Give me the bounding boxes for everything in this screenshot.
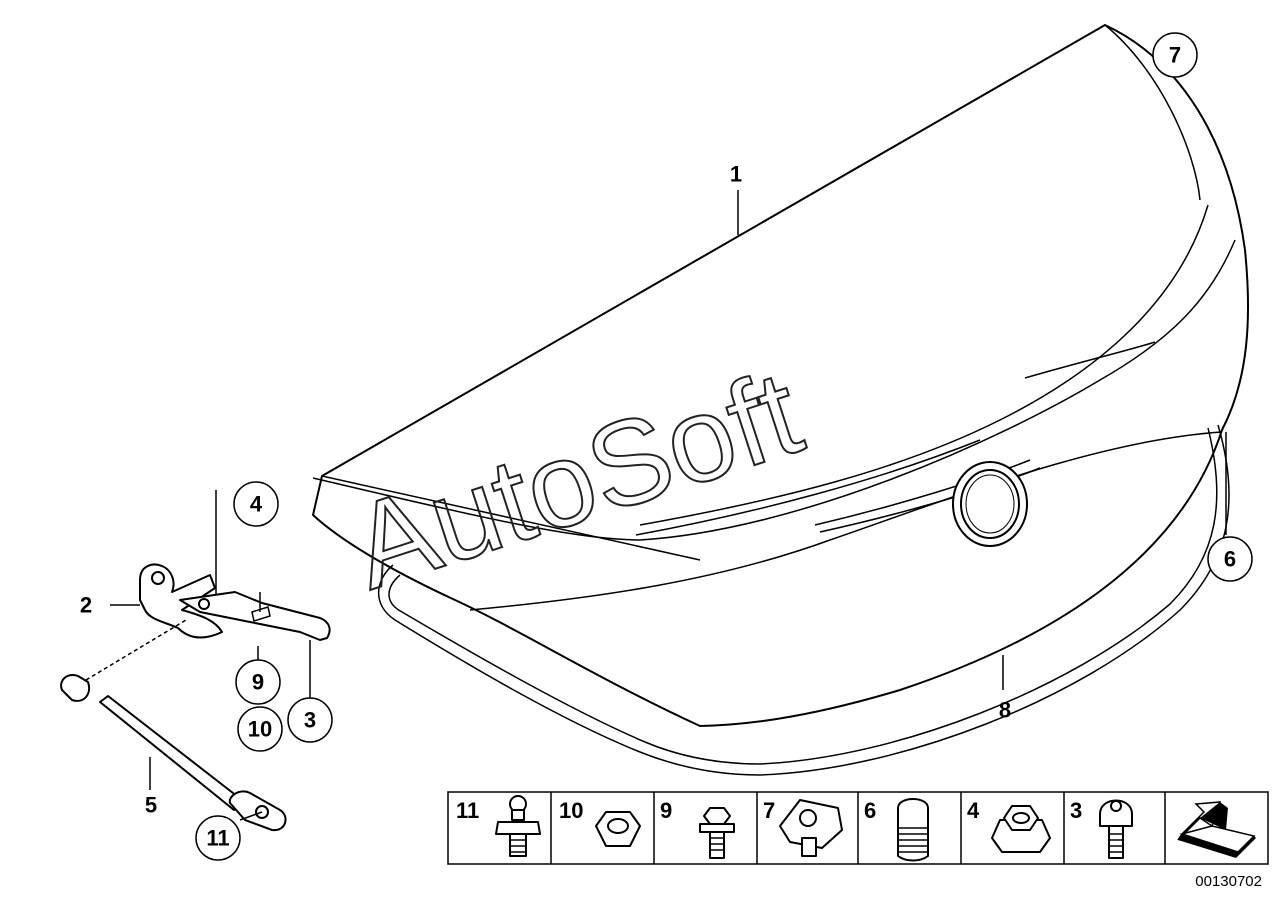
callout-5: 5: [145, 793, 157, 818]
flange-nut-icon: [991, 805, 1051, 853]
arrow-icon: [1177, 801, 1256, 858]
table-cell-number: 11: [456, 798, 479, 823]
svg-text:7: 7: [1169, 43, 1181, 68]
callout-2: 2: [80, 593, 92, 618]
callout-8: 8: [999, 698, 1011, 723]
gas-strut: [60, 619, 287, 832]
hex-bolt-icon: [699, 807, 735, 859]
callout-7: 7: [1152, 32, 1198, 78]
hex-nut-icon: [595, 811, 641, 847]
svg-text:3: 3: [304, 708, 316, 733]
table-cell-number: 4: [967, 798, 980, 823]
callout-10: 10: [237, 706, 283, 752]
callout-6: 6: [1207, 536, 1253, 582]
callout-1: 1: [730, 162, 742, 187]
svg-text:6: 6: [1224, 547, 1236, 572]
lid-seal: [378, 424, 1230, 776]
table-cell-number: 3: [1070, 798, 1082, 823]
leader-lines: [110, 190, 1227, 821]
ball-stud-icon: [495, 795, 541, 857]
svg-text:9: 9: [252, 670, 264, 695]
reference-code: 00130702: [1195, 873, 1262, 890]
callout-3: 3: [287, 697, 333, 743]
fastener-table: 11 10 9 7 6 4 3: [447, 791, 1269, 865]
table-cell-number: 6: [864, 798, 876, 823]
callout-4: 4: [233, 481, 279, 527]
clip-nut-icon: [779, 799, 843, 857]
callout-9: 9: [235, 659, 281, 705]
svg-text:10: 10: [248, 717, 272, 742]
svg-text:4: 4: [250, 492, 263, 517]
hinge-assembly: [139, 490, 331, 641]
trunk-lid: [312, 24, 1250, 727]
table-cell-number: 9: [660, 798, 672, 823]
callout-11: 11: [195, 815, 241, 861]
torx-bolt-icon: [1099, 799, 1133, 859]
table-cell-number: 7: [763, 798, 775, 823]
svg-text:11: 11: [206, 826, 229, 851]
sleeve-cap-icon: [897, 798, 929, 862]
table-cell-number: 10: [559, 798, 583, 823]
